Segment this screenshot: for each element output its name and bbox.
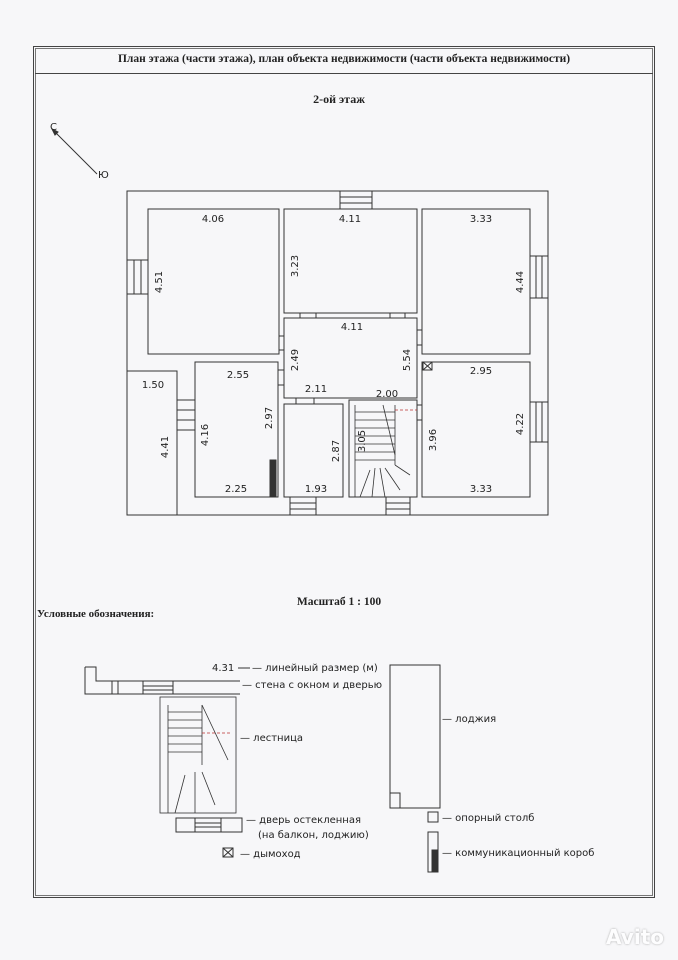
compass-south: Ю	[98, 170, 109, 181]
dim-r9-side-right: 4.22	[515, 413, 526, 435]
dim-r2-side: 3.23	[290, 255, 301, 277]
compass-north: С	[50, 122, 57, 133]
legend-glass-door-sample	[175, 817, 243, 833]
compass-arrowhead	[51, 128, 59, 136]
dim-r3-top: 3.33	[470, 214, 492, 225]
dim-r6-side-left: 4.16	[200, 424, 211, 446]
dim-r9-side-left: 3.96	[428, 429, 439, 451]
legend-glass-door-1: — дверь остекленная	[246, 815, 361, 826]
dim-r5-top: 1.50	[142, 380, 164, 391]
dim-hall-side: 2.49	[290, 349, 301, 371]
legend-wall: — стена с окном и дверью	[242, 680, 382, 691]
dim-r9-bottom: 3.33	[470, 484, 492, 495]
dim-stair-top: 2.00	[376, 389, 398, 400]
dim-r3-side: 4.44	[515, 271, 526, 293]
legend-loggia-sample	[389, 664, 441, 809]
stair-well	[348, 399, 418, 498]
dim-r6-side-right: 2.97	[264, 407, 275, 429]
room-3	[421, 208, 531, 355]
floor-label: 2-ой этаж	[313, 92, 365, 106]
scale-label: Масштаб 1 : 100	[296, 596, 382, 608]
legend-duct: — коммуникационный короб	[442, 848, 594, 859]
legend-loggia: — лоджия	[442, 714, 496, 725]
legend-wall-sample	[84, 666, 240, 695]
plan-title: План этажа (части этажа), план объекта н…	[117, 53, 571, 65]
dim-hall-top: 4.11	[341, 322, 363, 333]
legend-heading: Условные обозначения:	[37, 608, 155, 620]
window-bottom-2	[385, 496, 411, 516]
window-left	[126, 259, 149, 295]
window-top	[339, 190, 373, 210]
stairs-symbol	[354, 404, 417, 498]
compass-arrow	[51, 128, 98, 175]
dim-r7-top: 2.11	[305, 384, 327, 395]
legend-glass-door-2: (на балкон, лоджию)	[258, 830, 369, 841]
duct-symbol	[269, 459, 277, 497]
room-5	[126, 370, 178, 516]
legend-chimney: — дымоход	[240, 849, 301, 860]
legend-stairs-sample	[159, 696, 237, 814]
dim-r5-side: 4.41	[160, 436, 171, 458]
legend-column: — опорный столб	[442, 813, 534, 824]
legend-linear-value: 4.31	[212, 663, 234, 674]
dim-hall-side2: 5.54	[402, 349, 413, 371]
sheet-frame	[33, 46, 655, 898]
door-room5	[176, 399, 196, 431]
legend-column-sample	[427, 811, 439, 823]
window-right-top	[529, 255, 549, 299]
dim-r6-top: 2.55	[227, 370, 249, 381]
sheet-inner-frame	[35, 48, 653, 896]
hall	[283, 317, 418, 399]
outer-wall	[126, 190, 549, 516]
dim-r2-top: 4.11	[339, 214, 361, 225]
window-bottom-1	[289, 496, 317, 516]
dim-r6-bottom: 2.25	[225, 484, 247, 495]
legend-chimney-sample	[222, 847, 234, 858]
dim-stair-side: 3.05	[357, 430, 368, 452]
legend-linear: — линейный размер (м)	[252, 663, 378, 674]
dim-r7-side: 2.87	[331, 440, 342, 462]
dim-r7-bottom: 1.93	[305, 484, 327, 495]
dim-r9-top: 2.95	[470, 366, 492, 377]
chimney-symbol	[422, 361, 433, 371]
room-1	[147, 208, 280, 355]
dim-r1-side: 4.51	[154, 271, 165, 293]
title-band	[35, 48, 653, 74]
watermark-logo: Avito	[606, 925, 664, 949]
dim-r1-top: 4.06	[202, 214, 224, 225]
legend-stairs: — лестница	[240, 733, 303, 744]
legend-duct-sample	[427, 831, 439, 873]
window-right-bottom	[529, 401, 549, 443]
